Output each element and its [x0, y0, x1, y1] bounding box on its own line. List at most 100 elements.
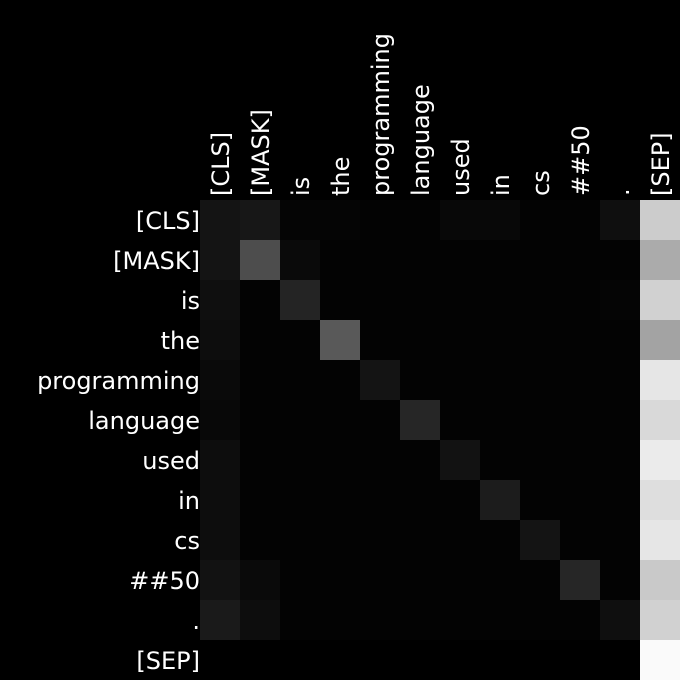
heatmap-cell-r9-c2: [280, 560, 320, 600]
heatmap-cell-r8-c3: [320, 520, 360, 560]
heatmap-cell-r10-c10: [600, 600, 640, 640]
heatmap-cell-r0-c11: [640, 200, 680, 240]
heatmap-cell-r0-c8: [520, 200, 560, 240]
heatmap-cell-r11-c8: [520, 640, 560, 680]
heatmap-cell-r0-c4: [360, 200, 400, 240]
heatmap-cell-r1-c11: [640, 240, 680, 280]
heatmap-cell-r3-c10: [600, 320, 640, 360]
heatmap-cell-r0-c5: [400, 200, 440, 240]
heatmap-cell-r10-c7: [480, 600, 520, 640]
heatmap-cell-r5-c9: [560, 400, 600, 440]
x-tick-label-mask: [MASK]: [247, 109, 275, 196]
heatmap-cell-r7-c9: [560, 480, 600, 520]
heatmap-cell-r8-c6: [440, 520, 480, 560]
heatmap-cell-r6-c2: [280, 440, 320, 480]
y-tick-label-programming: programming: [37, 367, 200, 395]
y-tick-label-cls: [CLS]: [136, 207, 200, 235]
heatmap-cell-r7-c5: [400, 480, 440, 520]
heatmap-cell-r6-c4: [360, 440, 400, 480]
heatmap-cell-r4-c5: [400, 360, 440, 400]
heatmap-cell-r10-c6: [440, 600, 480, 640]
heatmap-cell-r4-c2: [280, 360, 320, 400]
heatmap-cell-r5-c11: [640, 400, 680, 440]
heatmap-cell-r7-c1: [240, 480, 280, 520]
heatmap-cell-r3-c5: [400, 320, 440, 360]
heatmap-cell-r7-c7: [480, 480, 520, 520]
heatmap-cell-r1-c1: [240, 240, 280, 280]
heatmap-cell-r8-c7: [480, 520, 520, 560]
heatmap-cell-r0-c10: [600, 200, 640, 240]
heatmap-cell-r5-c6: [440, 400, 480, 440]
heatmap-cell-r3-c4: [360, 320, 400, 360]
y-tick-label-sep: [SEP]: [136, 647, 200, 675]
x-tick-label-dot: .: [607, 188, 635, 196]
heatmap-cell-r6-c5: [400, 440, 440, 480]
heatmap-cell-r9-c4: [360, 560, 400, 600]
heatmap-cell-r5-c1: [240, 400, 280, 440]
heatmap-cell-r6-c7: [480, 440, 520, 480]
heatmap-cell-r3-c11: [640, 320, 680, 360]
heatmap-cell-r10-c1: [240, 600, 280, 640]
heatmap-cell-r11-c7: [480, 640, 520, 680]
heatmap-cell-r10-c0: [200, 600, 240, 640]
heatmap-cell-r3-c9: [560, 320, 600, 360]
heatmap-cell-r8-c1: [240, 520, 280, 560]
heatmap-cell-r11-c3: [320, 640, 360, 680]
heatmap-cell-r10-c11: [640, 600, 680, 640]
heatmap-cell-r9-c7: [480, 560, 520, 600]
heatmap-cell-r6-c10: [600, 440, 640, 480]
heatmap-cell-r6-c1: [240, 440, 280, 480]
heatmap-cell-r11-c5: [400, 640, 440, 680]
y-tick-label-the: the: [161, 327, 200, 355]
heatmap-cell-r4-c10: [600, 360, 640, 400]
heatmap-cell-r8-c9: [560, 520, 600, 560]
heatmap-cell-r3-c3: [320, 320, 360, 360]
heatmap-cell-r7-c6: [440, 480, 480, 520]
heatmap-cell-r1-c3: [320, 240, 360, 280]
heatmap-cell-r4-c9: [560, 360, 600, 400]
heatmap-cell-r4-c3: [320, 360, 360, 400]
heatmap-cell-r5-c3: [320, 400, 360, 440]
heatmap-cell-r7-c11: [640, 480, 680, 520]
x-tick-label-cls: [CLS]: [207, 132, 235, 196]
heatmap-cell-r2-c1: [240, 280, 280, 320]
heatmap-cell-r4-c8: [520, 360, 560, 400]
y-tick-label-mask: [MASK]: [113, 247, 200, 275]
heatmap-cells: [200, 200, 680, 680]
heatmap-cell-r0-c3: [320, 200, 360, 240]
x-tick-label-50: ##50: [567, 125, 595, 196]
heatmap-cell-r3-c2: [280, 320, 320, 360]
y-tick-label-is: is: [181, 287, 200, 315]
heatmap-cell-r0-c7: [480, 200, 520, 240]
y-tick-label-dot: .: [192, 607, 200, 635]
heatmap-cell-r6-c11: [640, 440, 680, 480]
x-tick-label-programming: programming: [367, 33, 395, 196]
heatmap-cell-r10-c9: [560, 600, 600, 640]
heatmap-cell-r10-c5: [400, 600, 440, 640]
heatmap-cell-r5-c7: [480, 400, 520, 440]
heatmap-cell-r1-c10: [600, 240, 640, 280]
heatmap-cell-r5-c2: [280, 400, 320, 440]
heatmap-cell-r0-c0: [200, 200, 240, 240]
heatmap-cell-r11-c6: [440, 640, 480, 680]
heatmap-cell-r3-c6: [440, 320, 480, 360]
heatmap-cell-r2-c5: [400, 280, 440, 320]
heatmap-cell-r9-c1: [240, 560, 280, 600]
heatmap-cell-r8-c5: [400, 520, 440, 560]
heatmap-cell-r2-c11: [640, 280, 680, 320]
heatmap-cell-r9-c5: [400, 560, 440, 600]
heatmap-cell-r3-c7: [480, 320, 520, 360]
x-tick-label-is: is: [287, 177, 315, 196]
heatmap-cell-r11-c0: [200, 640, 240, 680]
heatmap-cell-r10-c3: [320, 600, 360, 640]
heatmap-cell-r1-c7: [480, 240, 520, 280]
heatmap-cell-r2-c4: [360, 280, 400, 320]
heatmap-cell-r4-c4: [360, 360, 400, 400]
y-tick-label-language: language: [88, 407, 200, 435]
heatmap-cell-r9-c9: [560, 560, 600, 600]
heatmap-cell-r4-c6: [440, 360, 480, 400]
y-tick-label-in: in: [178, 487, 200, 515]
heatmap-cell-r9-c11: [640, 560, 680, 600]
